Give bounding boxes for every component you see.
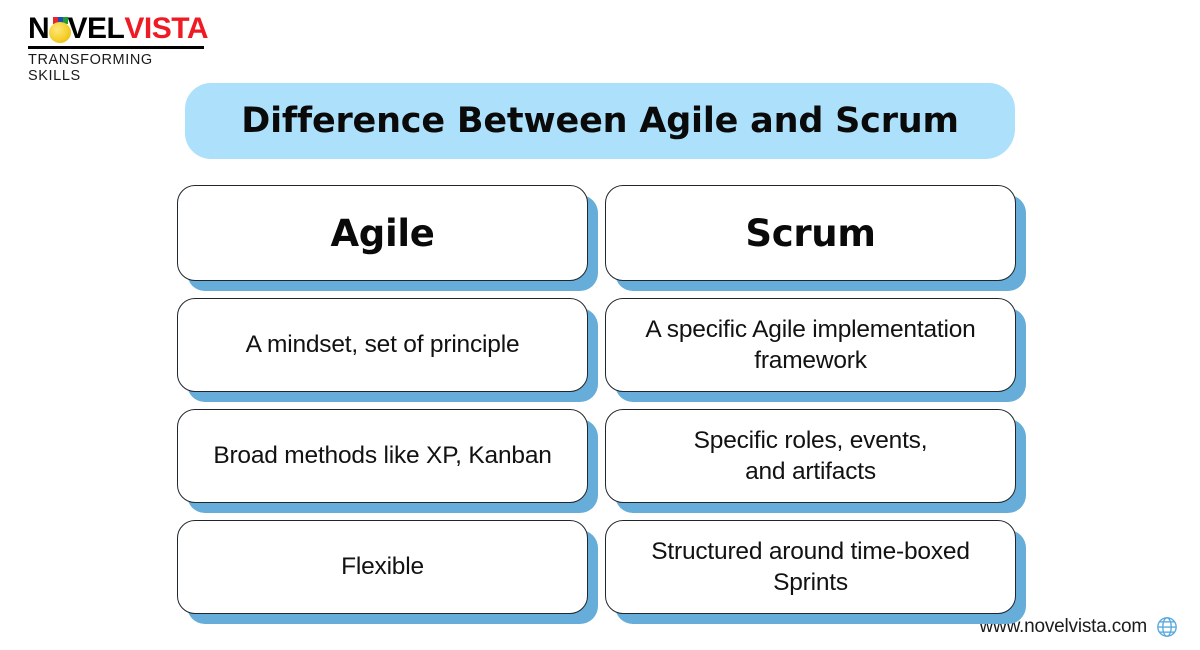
- cell-agile-3: Flexible: [177, 520, 598, 624]
- medal-disc: [49, 21, 72, 43]
- page-title: Difference Between Agile and Scrum: [241, 101, 959, 141]
- cell-scrum-1: A specific Agile implementation framewor…: [605, 298, 1026, 402]
- comparison-card-agile-2: Broad methods like XP, Kanban: [177, 409, 588, 503]
- comparison-text-scrum-3: Structured around time-boxed Sprints: [651, 537, 970, 596]
- brand-name-part-2: VEL: [67, 12, 125, 45]
- globe-icon: [1156, 616, 1178, 638]
- column-header-card-scrum: Scrum: [605, 185, 1016, 281]
- brand-name-part-1: N: [28, 12, 50, 45]
- brand-divider: [28, 46, 204, 49]
- column-header-label-agile: Agile: [330, 211, 435, 255]
- brand-logo: N VEL VISTA TRANSFORMING SKILLS: [28, 14, 208, 84]
- comparison-text-agile-2: Broad methods like XP, Kanban: [213, 442, 552, 470]
- comparison-text-scrum-2: Specific roles, events, and artifacts: [693, 426, 928, 485]
- comparison-text-agile-1: A mindset, set of principle: [245, 331, 520, 359]
- brand-wordmark: N VEL VISTA: [28, 14, 208, 44]
- comparison-card-scrum-1: A specific Agile implementation framewor…: [605, 298, 1016, 392]
- column-header-card-agile: Agile: [177, 185, 588, 281]
- cell-scrum-2: Specific roles, events, and artifacts: [605, 409, 1026, 513]
- comparison-card-scrum-2: Specific roles, events, and artifacts: [605, 409, 1016, 503]
- footer: www.novelvista.com: [980, 616, 1178, 638]
- comparison-card-scrum-3: Structured around time-boxed Sprints: [605, 520, 1016, 614]
- cell-agile-2: Broad methods like XP, Kanban: [177, 409, 598, 513]
- comparison-text-scrum-1: A specific Agile implementation framewor…: [645, 315, 976, 374]
- comparison-card-agile-3: Flexible: [177, 520, 588, 614]
- header-cell-scrum: Scrum: [605, 185, 1026, 291]
- comparison-grid: Agile Scrum A mindset, set of principle …: [177, 185, 1027, 631]
- brand-name-part-3: VISTA: [124, 12, 208, 45]
- cell-scrum-3: Structured around time-boxed Sprints: [605, 520, 1026, 624]
- cell-agile-1: A mindset, set of principle: [177, 298, 598, 402]
- column-header-label-scrum: Scrum: [745, 211, 876, 255]
- comparison-header-row: Agile Scrum: [177, 185, 1027, 291]
- medal-icon: [48, 16, 72, 43]
- website-url[interactable]: www.novelvista.com: [979, 616, 1148, 637]
- brand-tagline: TRANSFORMING SKILLS: [28, 52, 153, 84]
- table-row: Flexible Structured around time-boxed Sp…: [177, 520, 1027, 624]
- comparison-text-agile-3: Flexible: [341, 553, 424, 581]
- title-banner: Difference Between Agile and Scrum: [185, 83, 1015, 159]
- header-cell-agile: Agile: [177, 185, 598, 291]
- table-row: Broad methods like XP, Kanban Specific r…: [177, 409, 1027, 513]
- medal-ribbon: [53, 16, 69, 24]
- comparison-card-agile-1: A mindset, set of principle: [177, 298, 588, 392]
- table-row: A mindset, set of principle A specific A…: [177, 298, 1027, 402]
